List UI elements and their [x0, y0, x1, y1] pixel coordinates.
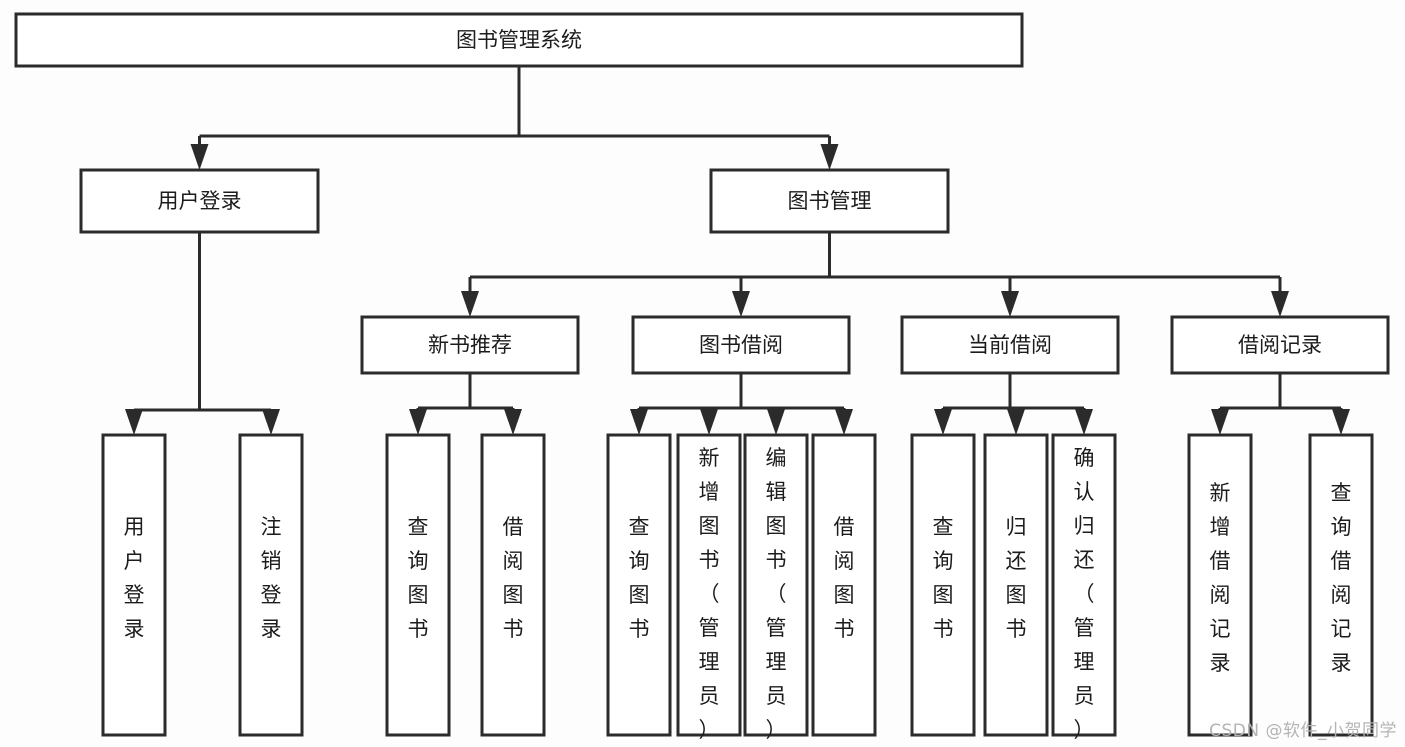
arrowhead-book_manage [820, 144, 839, 170]
arrowhead-borrow_record [1271, 291, 1289, 317]
node-leaf-query-book-3[interactable]: 查询图书 [910, 433, 976, 737]
arrowhead-leaf_edit_book [767, 409, 785, 435]
node-root[interactable]: 图书管理系统 [14, 12, 1024, 68]
node-box [606, 433, 672, 737]
node-label: 新书推荐 [428, 333, 512, 357]
node-current-borrow[interactable]: 当前借阅 [900, 315, 1120, 375]
node-box [676, 433, 742, 737]
node-leaf-query-book-2[interactable]: 查询图书 [606, 433, 672, 737]
arrowhead-leaf_return_book [1007, 409, 1025, 435]
node-box [480, 433, 546, 737]
node-leaf-edit-book[interactable]: 编辑图书（管理员） [743, 433, 809, 742]
node-box [900, 315, 1120, 375]
node-box [743, 433, 809, 737]
connector-layer [125, 66, 1350, 435]
arrowhead-leaf_query_book_3 [934, 409, 952, 435]
arrowhead-current_borrow [1001, 291, 1019, 317]
node-box [360, 315, 580, 375]
node-book-manage[interactable]: 图书管理 [709, 168, 950, 234]
node-label: 查询图书 [408, 515, 429, 641]
arrowhead-leaf_logout [262, 409, 280, 435]
node-label: 借阅图书 [834, 515, 855, 641]
node-box [385, 433, 451, 737]
node-leaf-add-record[interactable]: 新增借阅记录 [1187, 433, 1253, 737]
node-leaf-user-login[interactable]: 用户登录 [101, 433, 167, 737]
node-leaf-query-book-1[interactable]: 查询图书 [385, 433, 451, 737]
node-label: 归还图书 [1006, 515, 1027, 641]
node-leaf-logout[interactable]: 注销登录 [238, 433, 304, 737]
arrowhead-leaf_user_login [125, 409, 143, 435]
arrowhead-book_borrow [732, 291, 750, 317]
node-leaf-borrow-book-1[interactable]: 借阅图书 [480, 433, 546, 737]
node-new-book-rec[interactable]: 新书推荐 [360, 315, 580, 375]
node-leaf-return-book[interactable]: 归还图书 [983, 433, 1049, 737]
node-label: 新增图书（管理员） [699, 446, 720, 742]
node-label: 编辑图书（管理员） [766, 446, 787, 742]
node-leaf-add-book[interactable]: 新增图书（管理员） [676, 433, 742, 742]
arrowhead-leaf_query_book_1 [409, 409, 427, 435]
node-label: 注销登录 [261, 515, 282, 641]
node-label: 查询图书 [933, 515, 954, 641]
arrowhead-new_book_rec [461, 291, 479, 317]
node-leaf-borrow-book-2[interactable]: 借阅图书 [811, 433, 877, 737]
node-layer: 图书管理系统用户登录图书管理新书推荐图书借阅当前借阅借阅记录用户登录注销登录查询… [14, 12, 1390, 742]
arrowhead-leaf_add_record [1211, 409, 1229, 435]
node-label: 图书借阅 [699, 333, 783, 357]
node-label: 用户登录 [124, 515, 145, 641]
watermark-label: CSDN @软件_小贺同学 [1209, 721, 1397, 741]
arrowhead-leaf_query_record [1332, 409, 1350, 435]
node-book-borrow[interactable]: 图书借阅 [631, 315, 851, 375]
node-box [79, 168, 320, 234]
node-box [14, 12, 1024, 68]
arrowhead-leaf_query_book_2 [630, 409, 648, 435]
arrowhead-leaf_confirm_return [1075, 409, 1093, 435]
node-leaf-confirm-return[interactable]: 确认归还（管理员） [1051, 433, 1117, 742]
node-label: 图书管理 [788, 189, 872, 213]
node-box [709, 168, 950, 234]
node-box [910, 433, 976, 737]
node-box [1051, 433, 1117, 737]
node-box [1170, 315, 1390, 375]
node-box [1187, 433, 1253, 737]
node-box [238, 433, 304, 737]
node-label: 图书管理系统 [456, 28, 582, 52]
node-label: 借阅记录 [1238, 333, 1322, 357]
node-label: 查询借阅记录 [1331, 481, 1352, 675]
node-box [1308, 433, 1374, 737]
node-label: 用户登录 [158, 189, 242, 213]
node-label: 当前借阅 [968, 333, 1052, 357]
arrowhead-leaf_add_book [700, 409, 718, 435]
node-label: 新增借阅记录 [1210, 481, 1231, 675]
node-leaf-query-record[interactable]: 查询借阅记录 [1308, 433, 1374, 737]
node-box [811, 433, 877, 737]
arrowhead-user_login [190, 144, 209, 170]
arrowhead-leaf_borrow_book_2 [835, 409, 853, 435]
node-label: 确认归还（管理员） [1074, 446, 1095, 742]
node-box [983, 433, 1049, 737]
node-label: 借阅图书 [503, 515, 524, 641]
node-borrow-record[interactable]: 借阅记录 [1170, 315, 1390, 375]
arrowhead-leaf_borrow_book_1 [504, 409, 522, 435]
node-user-login[interactable]: 用户登录 [79, 168, 320, 234]
node-box [631, 315, 851, 375]
node-box [101, 433, 167, 737]
node-label: 查询图书 [629, 515, 650, 641]
